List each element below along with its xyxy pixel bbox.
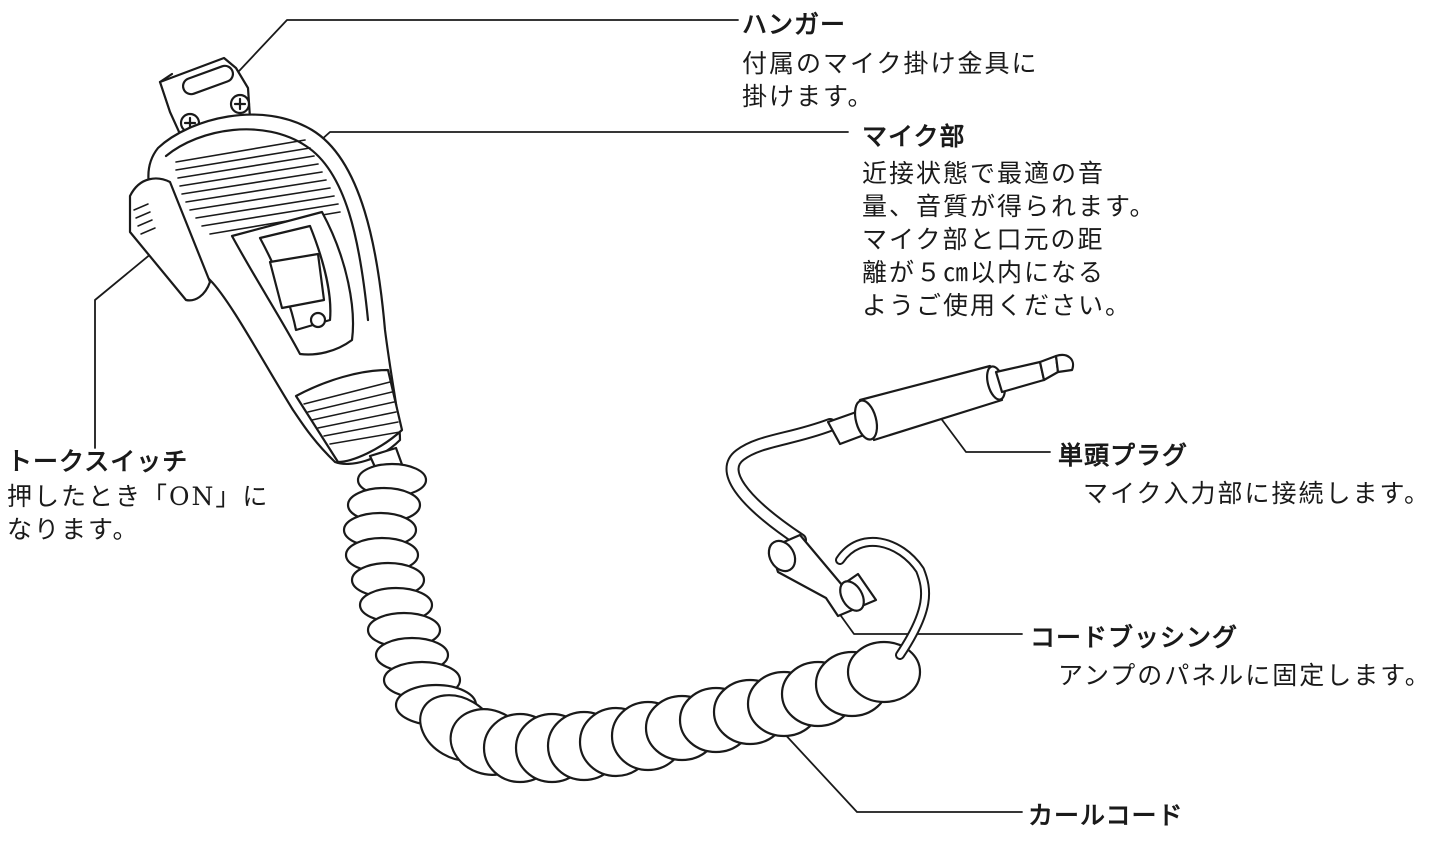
talk-switch-title: トークスイッチ [7,447,189,476]
mic-title: マイク部 [862,122,966,151]
talk-switch-illustration [128,177,212,302]
talk-switch-desc-line: なります。 [7,515,140,544]
leader-hanger [192,19,739,121]
bushing-title: コードブッシング [1030,623,1239,652]
leader-talk-switch [94,252,153,449]
mic-desc-line: 近接状態で最適の音 [862,159,1106,188]
plug-desc-line: マイク入力部に接続します。 [1083,479,1429,508]
curl-cord-title: カールコード [1028,801,1184,830]
hanger-desc-line: 掛けます。 [742,82,875,111]
hanger-desc-line: 付属のマイク掛け金具に [742,49,1039,78]
hanger-label: ハンガー 付属のマイク掛け金具に 掛けます。 [742,5,1039,113]
talk-switch-desc-line: 押したとき「ON」に [7,482,270,511]
hanger-title: ハンガー [742,10,847,39]
bushing-desc-line: アンプのパネルに固定します。 [1058,661,1429,690]
talk-switch-label: トークスイッチ 押したとき「ON」に なります。 [7,442,269,546]
coiled-cord-illustration [342,418,931,784]
mic-desc-line: 量、音質が得られます。 [862,192,1157,221]
mic-desc-line: 離が５㎝以内になる [862,258,1106,287]
bushing-label: コードブッシング アンプのパネルに固定します。 [1030,618,1429,692]
plug-label: 単頭プラグ マイク入力部に接続します。 [1058,436,1429,510]
leader-curl-cord [767,715,1023,813]
phone-plug-illustration [826,353,1075,446]
microphone-illustration [128,113,406,480]
mic-desc-line: マイク部と口元の距 [862,225,1105,254]
curl-cord-label: カールコード [1028,796,1184,832]
bushing-illustration [767,533,878,618]
screw-icon [229,93,251,115]
mic-desc-line: ようご使用ください。 [862,291,1133,320]
mic-label: マイク部 近接状態で最適の音 量、音質が得られます。 マイク部と口元の距 離が５… [862,117,1157,322]
plug-title: 単頭プラグ [1058,441,1189,470]
leader-mic [289,131,849,169]
